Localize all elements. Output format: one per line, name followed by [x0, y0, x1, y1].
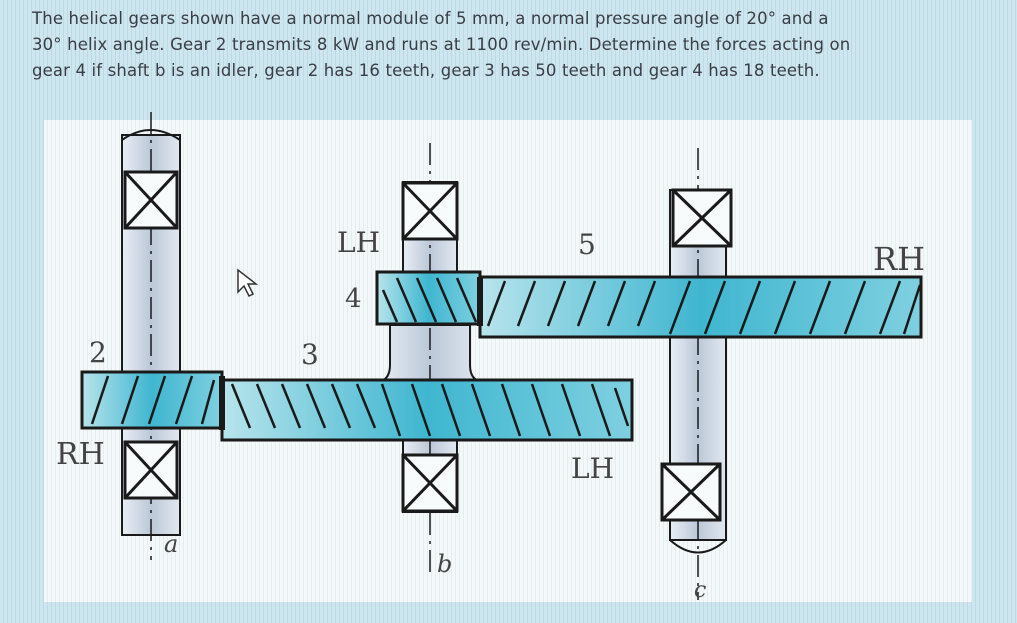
gear-3-label: 3	[301, 338, 319, 371]
gear-5-hand-label: RH	[873, 240, 925, 278]
figure-background	[44, 120, 972, 602]
shaft-c-label: c	[694, 578, 706, 603]
problem-line-2: 30° helix angle. Gear 2 transmits 8 kW a…	[32, 35, 851, 54]
shaft-a-label: a	[164, 530, 178, 558]
bearing-a-top	[123, 170, 179, 230]
gear-2-label: 2	[89, 336, 107, 369]
gear-3-body	[219, 376, 634, 442]
gear-4-body	[375, 270, 482, 326]
gear-2-body	[80, 370, 224, 430]
gear-3-teeth	[230, 383, 630, 437]
shaft-b-label: b	[437, 550, 452, 578]
bearing-a-bottom	[123, 440, 179, 500]
bearing-c-bottom	[660, 462, 722, 522]
gear-5-teeth	[486, 280, 922, 335]
gear-3-hand-label: LH	[571, 452, 614, 485]
problem-line-3: gear 4 if shaft b is an idler, gear 2 ha…	[32, 61, 820, 80]
gear-2-teeth	[90, 375, 216, 425]
bearing-b-bottom	[401, 453, 459, 513]
bearing-b-top	[401, 181, 459, 241]
gear-4-label: 4	[345, 284, 362, 314]
gear-4-teeth	[381, 277, 478, 323]
mouse-cursor-icon	[237, 268, 259, 298]
gear-5-body	[477, 275, 923, 339]
gear-2-hand-label: RH	[56, 437, 105, 472]
problem-line-1: The helical gears shown have a normal mo…	[32, 9, 829, 28]
problem-statement: The helical gears shown have a normal mo…	[32, 6, 1002, 84]
gear-5-label: 5	[578, 228, 596, 261]
bearing-c-top	[671, 188, 733, 248]
shaft-c-break	[669, 539, 727, 554]
gear-4-hand-label: LH	[337, 226, 380, 259]
